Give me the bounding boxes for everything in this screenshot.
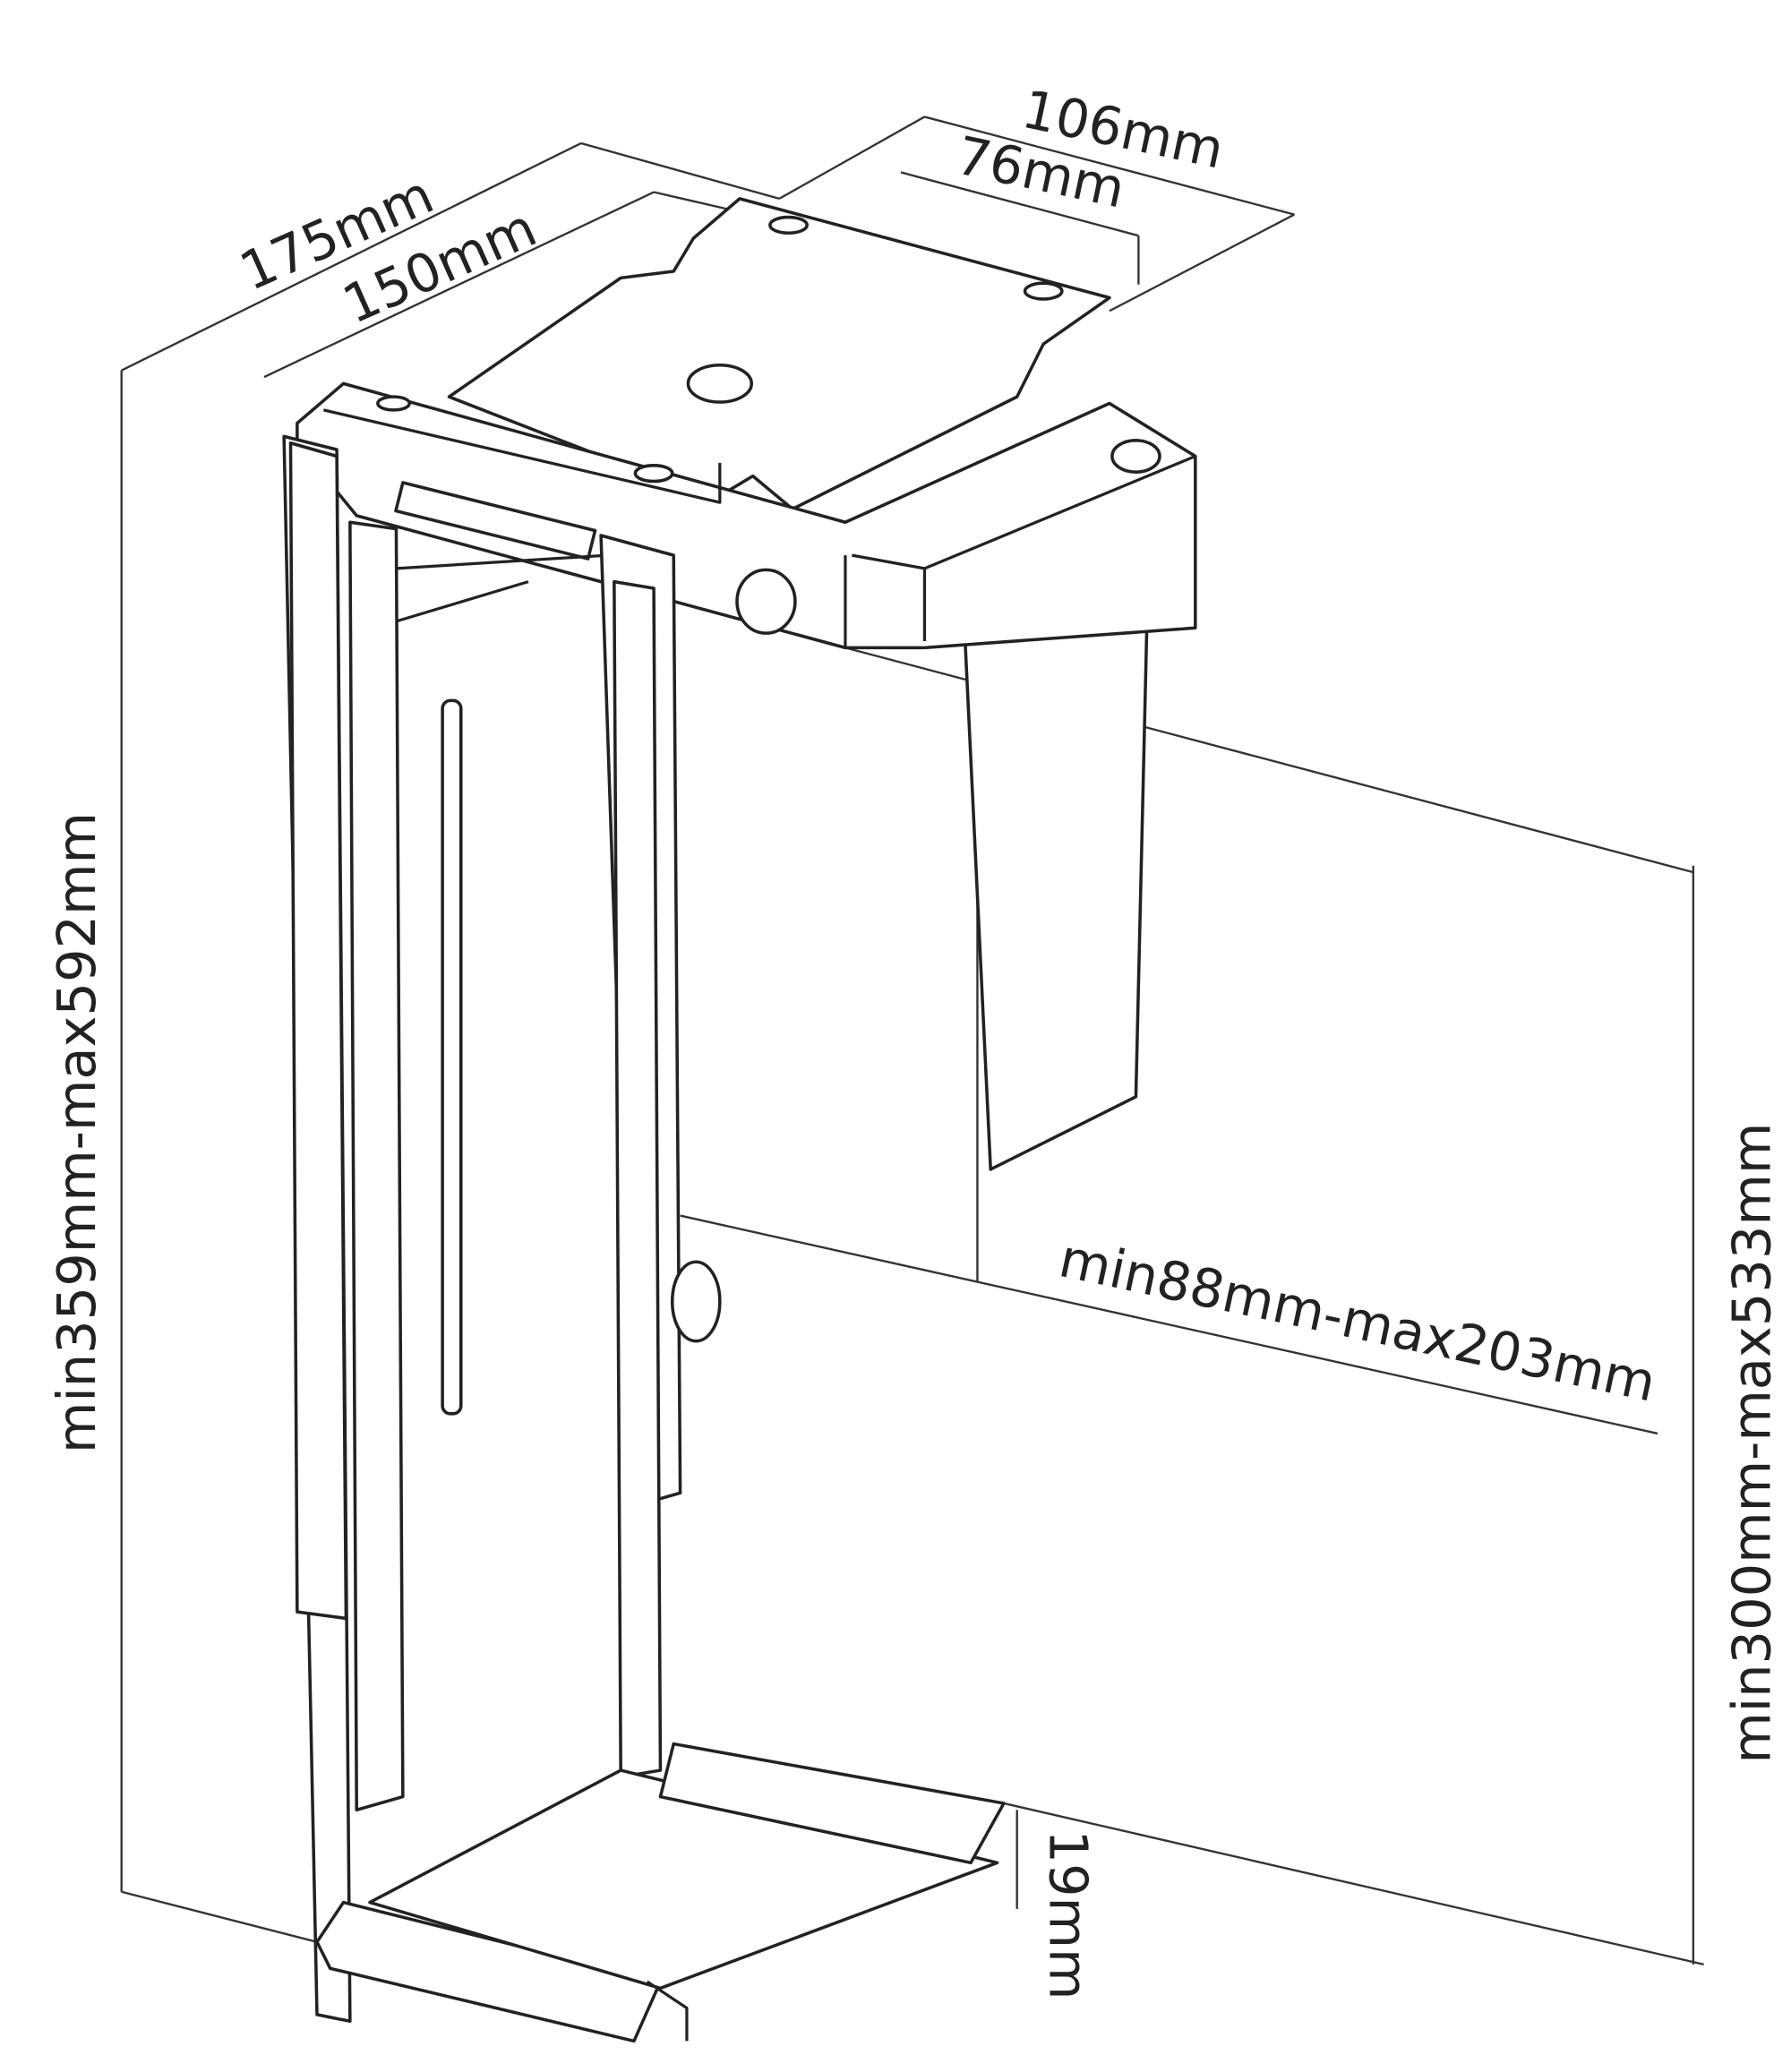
label-height-range: min359mm-max592mm — [46, 812, 107, 1453]
left-post — [282, 434, 608, 2024]
label-19mm: 19mm — [1038, 1829, 1100, 1999]
label-inner-height-range: min300mm-max533mm — [1720, 1123, 1782, 1764]
adjust-knob — [735, 568, 797, 635]
base-tray — [315, 1742, 1006, 2043]
center-post — [599, 534, 722, 1779]
top-plate — [296, 197, 1197, 650]
